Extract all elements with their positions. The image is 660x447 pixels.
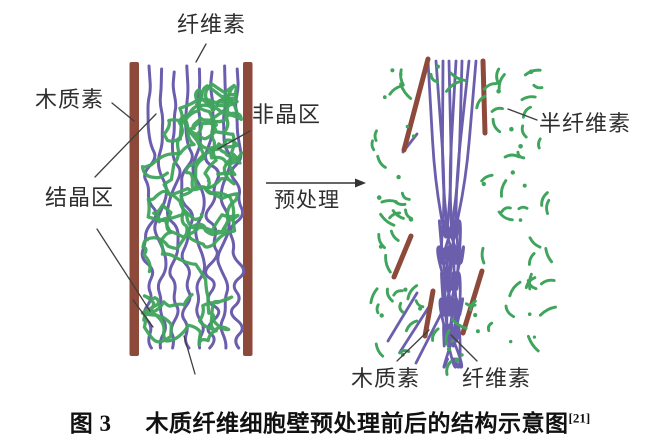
label-cellulose-top: 纤维素 [177,12,247,37]
citation-superscript: [21] [568,410,591,426]
figure-caption: 图 3 木质纤维细胞壁预处理前后的结构示意图[21] [0,404,660,438]
after-diagram [369,56,557,376]
label-cellulose-bottom: 纤维素 [462,366,532,391]
leader-lines [94,43,538,375]
label-pretreatment: 预处理 [274,188,340,212]
figure-title: 木质纤维细胞壁预处理前后的结构示意图 [145,411,569,436]
label-lignin-bottom: 木质素 [351,366,421,391]
label-amorphous-region: 非晶区 [252,102,322,127]
label-lignin-left: 木质素 [35,87,105,112]
label-crystalline-region: 结晶区 [45,185,115,210]
pretreatment-arrow [266,178,366,188]
before-diagram [129,62,253,356]
label-hemicellulose: 半纤维素 [539,111,632,136]
figure-number: 图 3 [69,411,112,436]
